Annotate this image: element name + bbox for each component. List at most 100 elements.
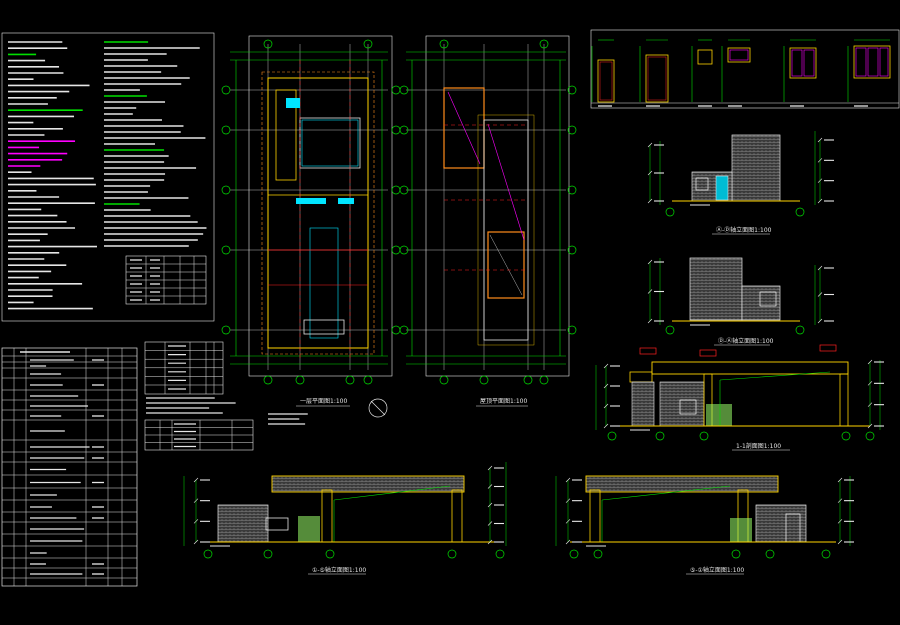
dimension-tick [837,519,843,524]
dimension-tick [647,142,653,148]
axis-bubble-icon [399,185,409,195]
axis-bubble-icon [391,245,401,255]
revision-tag [819,344,837,352]
axis-bubble-icon [539,375,549,385]
side-elev-mid-title: Ⓓ-Ⓐ轴立面图1:100 [718,337,774,345]
dimension-tick [817,318,823,324]
dimension-tick [193,539,199,545]
elevation-b-title: ⑤-①轴立面图1:100 [690,566,744,574]
dimension-tick [565,477,571,483]
axis-bubble-icon [221,185,231,195]
dimension-tick [647,289,653,294]
section-1-1: 1-1剖面图1:100 [595,360,881,451]
dimension-tick [487,484,493,489]
dimension-tick [565,519,571,524]
dimension-tick [193,477,199,483]
axis-bubble-icon [221,125,231,135]
axis-bubble-icon [593,549,603,559]
dimension-tick [867,423,873,429]
axis-bubble-icon [821,549,831,559]
axis-bubble-icon [391,125,401,135]
dimension-tick [647,170,653,176]
dimension-tick [647,259,653,265]
revision-tag [639,347,657,355]
material-schedule-table [1,347,138,587]
dimension-tick [193,519,199,524]
axis-bubble-icon [841,431,851,441]
axis-bubble-icon [569,549,579,559]
axis-bubble-icon [439,375,449,385]
axis-bubble-icon [363,39,373,49]
rear-elevation: ⑤-①轴立面图1:100 [555,475,851,575]
dimension-tick [603,383,609,389]
dimension-tick [565,498,571,503]
section-title: 1-1剖面图1:100 [736,442,781,450]
axis-bubble-icon [665,325,675,335]
axis-bubble-icon [795,207,805,217]
axis-bubble-icon [567,185,577,195]
door-window-table [125,255,207,305]
dimension-tick [603,403,609,409]
axis-bubble-icon [221,85,231,95]
dimension-tick [817,158,823,163]
dimension-tick [817,178,823,183]
axis-bubble-icon [479,375,489,385]
axis-bubble-icon [567,245,577,255]
axis-bubble-icon [263,39,273,49]
side-elevation-top: Ⓐ-Ⓓ轴立面图1:100 [659,131,816,235]
dimension-tick [867,402,873,407]
axis-bubble-icon [439,39,449,49]
dimension-tick [193,498,199,503]
revision-tag [699,349,717,357]
axis-bubble-icon [325,549,335,559]
axis-bubble-icon [699,431,709,441]
axis-bubble-icon [263,549,273,559]
front-elevation: ①-⑤轴立面图1:100 [183,462,507,575]
axis-bubble-icon [567,85,577,95]
middle-notes [146,397,308,425]
axis-bubble-icon [203,549,213,559]
axis-bubble-icon [399,245,409,255]
door-window-elevations [590,29,900,109]
plan-1f-title: 一层平面图1:100 [300,398,347,405]
axis-bubble-icon [221,325,231,335]
axis-bubble-icon [495,549,505,559]
axis-bubble-icon [295,375,305,385]
axis-bubble-icon [607,431,617,441]
dimension-tick [647,198,653,204]
axis-bubble-icon [567,125,577,135]
lintel-table [144,419,254,451]
dimension-tick [867,359,873,365]
dimension-tick [817,137,823,143]
axis-bubble-icon [263,375,273,385]
dimension-tick [647,318,653,324]
axis-bubble-icon [795,325,805,335]
axis-bubble-icon [399,85,409,95]
side-elevation-mid: Ⓓ-Ⓐ轴立面图1:100 [659,257,816,346]
axis-bubble-icon [399,325,409,335]
roof-plan: 屋顶平面图1:100 [406,35,570,407]
dimension-tick [867,381,873,386]
dimension-tick [603,363,609,369]
dimension-tick [837,477,843,483]
axis-bubble-icon [363,375,373,385]
axis-bubble-icon [221,245,231,255]
dimension-tick [487,539,493,545]
axis-bubble-icon [523,375,533,385]
axis-bubble-icon [665,207,675,217]
elevation-a-title: ①-⑤轴立面图1:100 [312,566,366,574]
north-arrow-icon [368,398,388,418]
axis-bubble-icon [345,375,355,385]
dimension-lines [193,137,884,547]
dimension-tick [565,539,571,545]
dimension-tick [487,502,493,508]
design-notes-panel [1,32,215,322]
first-floor-plan: 一层平面图1:100 [230,35,393,407]
plan-roof-title: 屋顶平面图1:100 [480,398,527,405]
axis-bubble-icon [399,125,409,135]
axis-bubble-icon [391,325,401,335]
dimension-tick [817,198,823,204]
dimension-tick [487,465,493,471]
side-elev-top-title: Ⓐ-Ⓓ轴立面图1:100 [716,226,772,234]
